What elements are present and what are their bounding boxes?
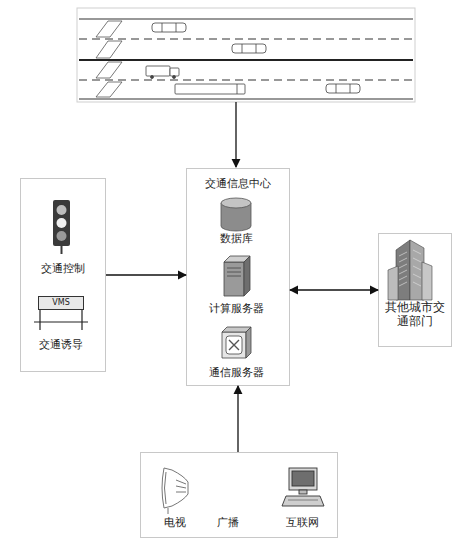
- connector-arrow: [237, 386, 238, 452]
- comm-server-node: 通信服务器: [204, 322, 268, 382]
- node-label: 其他城市交通部门: [383, 300, 447, 328]
- node-label: 广播: [217, 516, 239, 530]
- internet-node: 互联网: [270, 462, 334, 532]
- server-icon: [224, 256, 250, 296]
- database-icon: [221, 198, 251, 231]
- control-group-box: 交通控制 VMS 交通诱导: [20, 178, 106, 372]
- computer-icon: [282, 468, 324, 506]
- node-label: 数据库: [220, 232, 253, 246]
- traffic-control-node: 交通控制: [30, 196, 96, 278]
- other-city-department-box: 其他城市交通部门: [378, 233, 452, 347]
- node-label: 互联网: [286, 516, 319, 530]
- tv-node: 电视: [148, 462, 202, 532]
- road-arrow: [235, 102, 236, 167]
- sign-text: VMS: [38, 296, 84, 310]
- media-group-box: 电视 广播 互联网: [140, 452, 338, 538]
- tv-icon: [162, 468, 188, 514]
- building-icon: [388, 240, 432, 300]
- node-label: 电视: [164, 516, 186, 530]
- compute-server-node: 计算服务器: [204, 252, 268, 318]
- info-center-box: 交通信息中心数据库计算服务器通信服务器: [186, 168, 290, 386]
- connector-arrow: [106, 274, 186, 275]
- connector-arrow: [290, 289, 378, 290]
- traffic-light-icon: [53, 200, 70, 254]
- box-heading: 交通信息中心: [205, 177, 271, 191]
- node-label: 通信服务器: [209, 366, 264, 380]
- vms-posts: [34, 310, 88, 330]
- database-node: 数据库: [204, 194, 268, 248]
- road-illustration: [77, 8, 415, 102]
- node-label: 交通诱导: [39, 338, 83, 352]
- radio-node: 广播: [206, 462, 250, 532]
- traffic-guidance-node: VMS 交通诱导: [26, 294, 96, 354]
- comm-server-icon: [222, 327, 251, 358]
- node-label: 计算服务器: [209, 302, 264, 316]
- node-label: 交通控制: [41, 262, 85, 276]
